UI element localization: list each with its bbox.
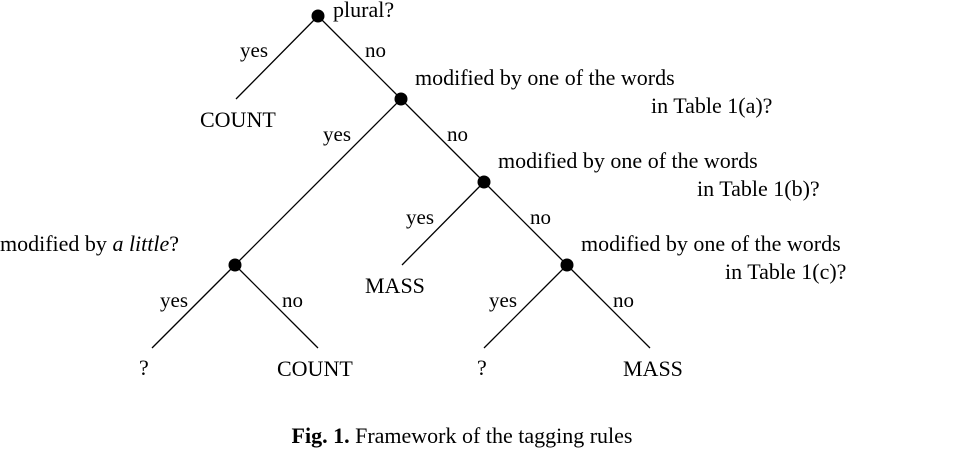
edge-label-n4-no: no [282, 288, 303, 312]
edge-root-no [317, 15, 402, 100]
figure-caption: Fig. 1. Framework of the tagging rules [0, 423, 924, 449]
edge-n4-no [234, 264, 319, 349]
edge-n3-yes [483, 264, 568, 349]
edge-n4-yes [151, 264, 236, 349]
node-n3 [560, 258, 574, 272]
node-n4-question-suffix: ? [169, 231, 180, 256]
figure-caption-label: Fig. 1. [291, 423, 350, 448]
node-n4 [228, 258, 242, 272]
leaf-n2-yes: MASS [365, 273, 425, 298]
leaf-n3-yes: ? [477, 355, 487, 380]
node-n3-question-line2: in Table 1(c)? [725, 259, 847, 284]
edge-label-root-yes: yes [240, 38, 268, 62]
edge-label-n1-yes: yes [323, 122, 351, 146]
edge-n1-no [400, 98, 485, 183]
node-n4-question-italic: a little [112, 231, 170, 256]
edge-label-root-no: no [365, 38, 386, 62]
node-n2-question-line2: in Table 1(b)? [697, 176, 820, 201]
node-n1 [394, 92, 408, 106]
node-n1-question-line2: in Table 1(a)? [651, 93, 773, 118]
edge-n2-yes [401, 181, 485, 266]
edge-label-n4-yes: yes [160, 288, 188, 312]
edge-label-n1-no: no [447, 122, 468, 146]
edge-label-n2-no: no [530, 205, 551, 229]
edge-label-n3-no: no [613, 288, 634, 312]
edge-n3-no [566, 264, 651, 349]
figure-caption-text: Framework of the tagging rules [355, 423, 633, 448]
edge-n2-no [483, 181, 568, 266]
node-n4-question: modified by a little? [0, 231, 179, 257]
edge-n1-yes [234, 98, 402, 266]
leaf-n3-no: MASS [623, 356, 683, 381]
node-n1-question-line1: modified by one of the words [415, 65, 675, 90]
edge-label-n3-yes: yes [489, 288, 517, 312]
leaf-root-yes: COUNT [200, 107, 276, 132]
node-root [311, 9, 325, 23]
node-n3-question-line1: modified by one of the words [581, 231, 841, 256]
node-n2 [477, 175, 491, 189]
leaf-n4-yes: ? [139, 355, 149, 380]
leaf-n4-no: COUNT [277, 356, 353, 381]
node-n4-question-prefix: modified by [0, 231, 107, 256]
node-root-question: plural? [333, 0, 395, 22]
node-n2-question-line1: modified by one of the words [498, 148, 758, 173]
edge-label-n2-yes: yes [406, 205, 434, 229]
edge-root-yes [235, 15, 319, 100]
